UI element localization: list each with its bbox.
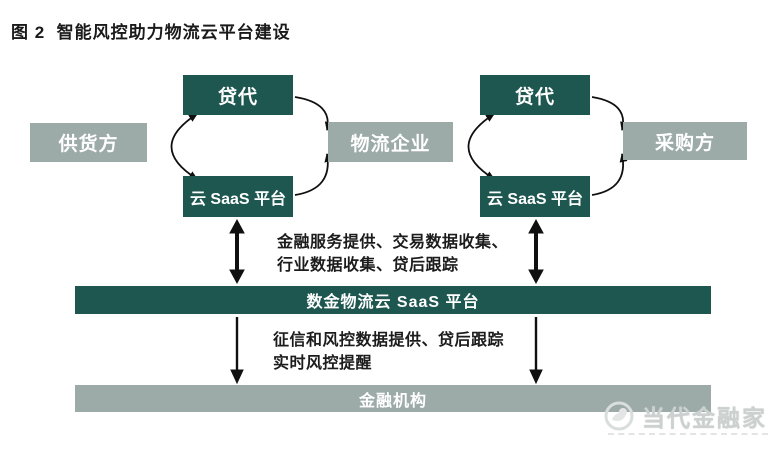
arrowhead-up-left xyxy=(229,218,245,234)
arrow-cloud1-logistics xyxy=(294,153,333,196)
arrowhead-financial-left xyxy=(230,369,244,385)
arrowhead-financial-right xyxy=(529,369,543,385)
arrowhead-down-left xyxy=(229,269,245,285)
arrow-logistics-loop xyxy=(467,113,495,180)
arrow-supplier-loop xyxy=(170,113,198,180)
node-loan-agent-right: 贷代 xyxy=(480,75,590,115)
arrow-cloud2-buyer xyxy=(591,153,628,196)
annotation-lower-line2: 实时风控提醒 xyxy=(273,355,373,372)
bird-badge-icon xyxy=(604,401,634,431)
bar-financial: 金融机构 xyxy=(75,385,711,412)
arrow-loanagent1-logistics xyxy=(294,96,333,131)
node-loan-agent-left: 贷代 xyxy=(183,75,293,115)
arrowhead-up-right xyxy=(528,218,544,234)
node-cloud-saas-left: 云 SaaS 平台 xyxy=(183,176,293,217)
watermark-dashed-line xyxy=(608,433,768,435)
annotation-middle-line1: 金融服务提供、交易数据收集、 xyxy=(277,234,509,251)
annotation-middle: 金融服务提供、交易数据收集、 行业数据收集、贷后跟踪 xyxy=(277,231,508,277)
node-cloud-saas-right: 云 SaaS 平台 xyxy=(480,176,590,217)
figure-title: 图 2 智能风控助力物流云平台建设 xyxy=(11,23,291,42)
arrow-loanagent2-buyer xyxy=(591,96,628,131)
annotation-middle-line2: 行业数据收集、贷后跟踪 xyxy=(277,257,459,274)
node-buyer: 采购方 xyxy=(623,122,747,160)
bar-platform: 数金物流云 SaaS 平台 xyxy=(75,286,711,314)
node-logistics: 物流企业 xyxy=(328,122,453,162)
arrowhead-down-right xyxy=(528,269,544,285)
annotation-lower-line1: 征信和风控数据提供、贷后跟踪 xyxy=(273,332,505,349)
annotation-lower: 征信和风控数据提供、贷后跟踪 实时风控提醒 xyxy=(273,329,504,375)
watermark: 当代金融家 xyxy=(602,399,770,443)
node-supplier: 供货方 xyxy=(30,123,147,162)
watermark-brand: 当代金融家 xyxy=(642,405,767,431)
